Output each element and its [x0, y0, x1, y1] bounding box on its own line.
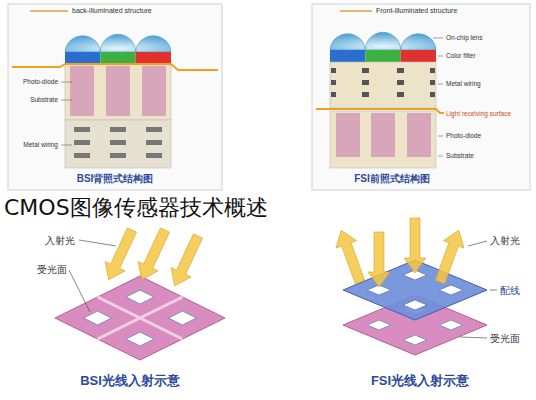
header-label: Front-illuminated structure: [376, 7, 457, 15]
receiving-plane: [55, 276, 225, 360]
metal-wiring: [331, 68, 435, 97]
receiving-cell: [84, 290, 197, 346]
color-filter: [100, 52, 135, 64]
part-label: 入射光: [490, 235, 520, 246]
caption-label: FSI前照式结构图: [354, 173, 430, 184]
caption-label: BSI光线入射示意: [80, 374, 180, 388]
panel: [8, 4, 222, 190]
receiving-plane: [343, 295, 487, 355]
photodiode-layer: [330, 111, 436, 168]
part-label: 受光面: [37, 264, 67, 275]
metal-wiring: [74, 127, 162, 158]
part-label: Metal wiring: [446, 80, 481, 87]
part-label: On-chip lens: [446, 34, 483, 41]
part-label: 入射光: [45, 235, 75, 246]
light-receiving-surface: [12, 64, 218, 70]
title: CMOS图像传感器技术概述: [4, 196, 268, 220]
color-filter: [365, 50, 400, 62]
on-chip-lens: [330, 32, 436, 50]
light-arrow: [99, 225, 208, 290]
color-filter: [401, 50, 436, 62]
light-arrow: [331, 218, 469, 287]
part-label: Substrate: [30, 96, 58, 103]
color-filter: [136, 52, 171, 64]
header-line: [30, 10, 68, 12]
on-chip-lens: [65, 34, 171, 52]
leader-line: [460, 241, 497, 338]
caption-label: BSI背照式结构图: [77, 173, 154, 184]
photodiode: [70, 66, 166, 116]
color-filter: [65, 52, 100, 64]
leader-line: [433, 38, 443, 156]
part-label: Metal wiring: [23, 141, 58, 148]
part-label: Photo-diode: [23, 78, 58, 85]
part-label: Substrate: [446, 152, 474, 159]
leader-line: [69, 240, 116, 312]
header-label: back-illuminated structure: [72, 7, 152, 15]
part-label: 受光面: [490, 333, 520, 344]
metal-layer: [65, 120, 171, 168]
part-label: Color filter: [446, 52, 476, 59]
photodiode-layer: [65, 64, 171, 120]
part-label: 配线: [500, 285, 520, 296]
photodiode: [336, 113, 431, 157]
header-line: [340, 10, 372, 12]
caption-label: FSI光线入射示意: [371, 374, 469, 388]
part-label: Photo-diode: [446, 132, 481, 139]
metal-layer: [330, 62, 436, 108]
leader-line: [61, 82, 72, 145]
part-label: Light receiving surface: [446, 110, 511, 117]
color-filter: [330, 50, 365, 62]
panel: [312, 4, 530, 190]
